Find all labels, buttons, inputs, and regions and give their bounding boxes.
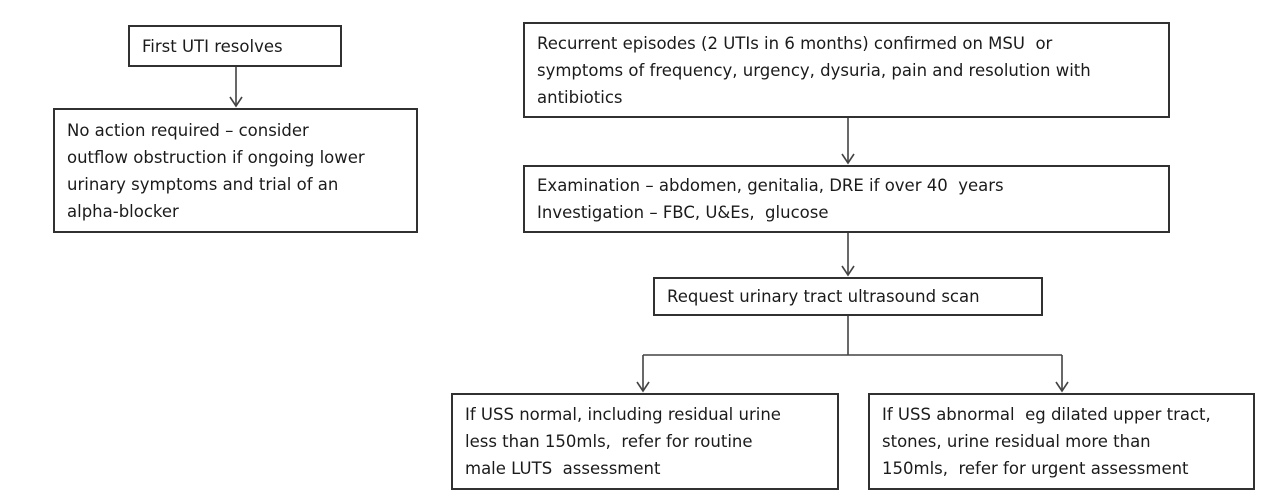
- branch-connector: [643, 316, 1062, 356]
- flow-box-text-line: First UTI resolves: [142, 37, 283, 56]
- flow-box-request-ultrasound: Request urinary tract ultrasound scan: [653, 277, 1043, 316]
- flow-box-text-line: If USS normal, including residual urine: [465, 405, 781, 424]
- flow-box-uss-abnormal-urgent-referral: If USS abnormal eg dilated upper tract, s…: [868, 393, 1255, 490]
- flow-box-recurrent-episodes: Recurrent episodes (2 UTIs in 6 months) …: [523, 22, 1170, 118]
- flow-box-uss-normal-routine-referral: If USS normal, including residual urine l…: [451, 393, 839, 490]
- flow-box-no-action-required: No action required – consider outflow obs…: [53, 108, 418, 233]
- flow-box-text-line: antibiotics: [537, 88, 623, 107]
- flow-box-text-line: symptoms of frequency, urgency, dysuria,…: [537, 61, 1091, 80]
- flow-box-first-uti-resolves: First UTI resolves: [128, 25, 342, 67]
- flow-box-text-line: Request urinary tract ultrasound scan: [667, 287, 980, 306]
- flow-box-text-line: outflow obstruction if ongoing lower: [67, 148, 365, 167]
- flow-box-text-line: urinary symptoms and trial of an: [67, 175, 339, 194]
- flow-box-text-line: stones, urine residual more than: [882, 432, 1151, 451]
- arrow-recurrent-to-examination: [841, 118, 855, 165]
- arrow-first-uti-to-no-action: [229, 67, 243, 108]
- flow-box-text-line: 150mls, refer for urgent assessment: [882, 459, 1189, 478]
- flow-box-text-line: male LUTS assessment: [465, 459, 661, 478]
- arrow-branch-to-uss-normal: [636, 355, 650, 393]
- arrow-examination-to-request-uss: [841, 233, 855, 277]
- flow-box-text-line: No action required – consider: [67, 121, 309, 140]
- flow-box-text-line: If USS abnormal eg dilated upper tract,: [882, 405, 1211, 424]
- flow-box-text-line: Recurrent episodes (2 UTIs in 6 months) …: [537, 34, 1053, 53]
- flow-box-text-line: less than 150mls, refer for routine: [465, 432, 753, 451]
- flow-box-text-line: Investigation – FBC, U&Es, glucose: [537, 203, 829, 222]
- flow-box-examination-investigation: Examination – abdomen, genitalia, DRE if…: [523, 165, 1170, 233]
- flow-box-text-line: Examination – abdomen, genitalia, DRE if…: [537, 176, 1004, 195]
- flow-box-text-line: alpha-blocker: [67, 202, 179, 221]
- arrow-branch-to-uss-abnormal: [1055, 355, 1069, 393]
